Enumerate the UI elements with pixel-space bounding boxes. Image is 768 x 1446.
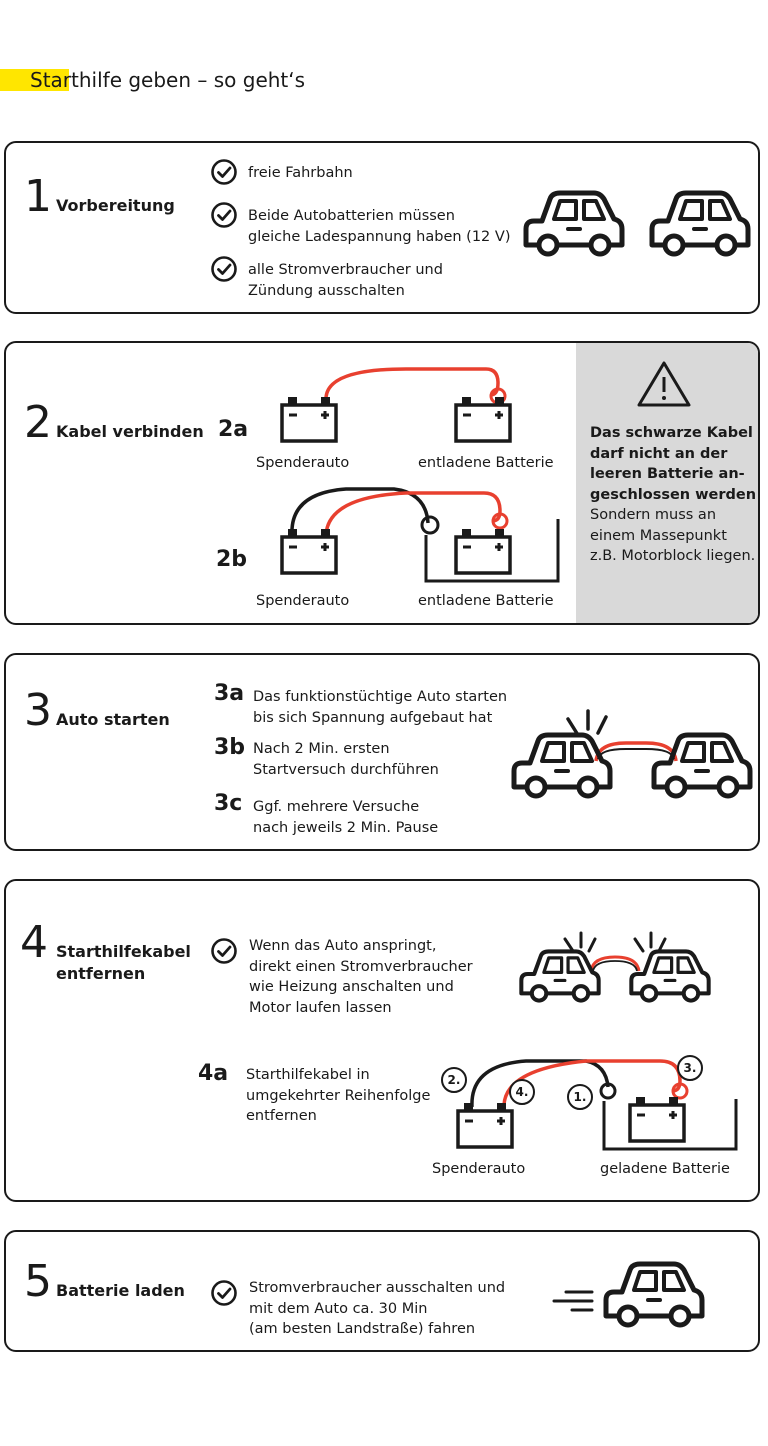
sub-step-label: 3b	[214, 735, 246, 760]
step-number: 5	[24, 1256, 52, 1307]
battery-icon	[454, 527, 512, 575]
step-marker: 2.	[441, 1067, 467, 1093]
car-icon	[520, 185, 628, 257]
charged-battery-label: geladene Batterie	[600, 1161, 730, 1177]
car-icon	[508, 727, 616, 799]
step-number: 1	[24, 171, 52, 222]
motion-lines-icon	[552, 1290, 594, 1312]
donor-label: Spenderauto	[432, 1161, 526, 1177]
step-title: Vorbereitung	[56, 196, 175, 215]
step-5-panel: 5 Batterie laden Stromverbraucher aussch…	[4, 1230, 760, 1352]
step-title: Auto starten	[56, 710, 170, 729]
sub-step-label: 2b	[216, 547, 248, 572]
step-1-panel: 1 Vorbereitung freie Fahrbahn Beide Auto…	[4, 141, 760, 314]
car-icon	[626, 945, 714, 1003]
sub-step-label: 3c	[214, 791, 243, 816]
check-icon	[211, 159, 237, 185]
check-icon	[211, 938, 237, 964]
step-number: 4	[20, 917, 48, 968]
cars-jumpstart-illustration	[563, 931, 667, 972]
cable-diagram-2b	[290, 487, 560, 583]
battery-icon	[280, 527, 338, 575]
check-icon	[211, 256, 237, 282]
car-icon	[646, 185, 754, 257]
warning-box: Das schwarze Kabel darf nicht an der lee…	[576, 343, 760, 623]
battery-icon	[628, 1095, 686, 1143]
step-text: Wenn das Auto anspringt,direkt einen Str…	[249, 938, 473, 1016]
sub-step-label: 4a	[198, 1061, 229, 1086]
car-icon	[600, 1256, 708, 1328]
step-3-panel: 3 Auto starten 3a Das funktionstüchtige …	[4, 653, 760, 851]
page-title: Starthilfe geben – so geht‘s	[30, 68, 306, 92]
step-marker: 3.	[677, 1055, 703, 1081]
title-highlight	[0, 69, 69, 91]
check-icon	[211, 1280, 237, 1306]
empty-battery-label: entladene Batterie	[418, 455, 554, 471]
car-icon	[516, 945, 604, 1003]
step-marker: 4.	[509, 1079, 535, 1105]
empty-battery-label: entladene Batterie	[418, 593, 554, 609]
warning-triangle-icon	[637, 361, 691, 407]
step-2-panel: 2 Kabel verbinden 2a 2b Spenderauto entl…	[4, 341, 760, 625]
sub-step-label: 2a	[218, 417, 249, 442]
battery-icon	[280, 395, 338, 443]
battery-icon	[456, 1101, 514, 1149]
step-marker: 1.	[567, 1084, 593, 1110]
step-title: Kabel verbinden	[56, 422, 204, 441]
warning-text: Das schwarze Kabel darf nicht an der lee…	[590, 425, 760, 564]
sub-step-label: 3a	[214, 681, 245, 706]
donor-label: Spenderauto	[256, 455, 350, 471]
step-number: 3	[24, 685, 52, 736]
check-icon	[211, 202, 237, 228]
checklist-item: freie Fahrbahn	[248, 165, 353, 181]
battery-icon	[454, 395, 512, 443]
step-number: 2	[24, 397, 52, 448]
car-icon	[648, 727, 756, 799]
donor-label: Spenderauto	[256, 593, 350, 609]
step-title: Batterie laden	[56, 1281, 185, 1300]
